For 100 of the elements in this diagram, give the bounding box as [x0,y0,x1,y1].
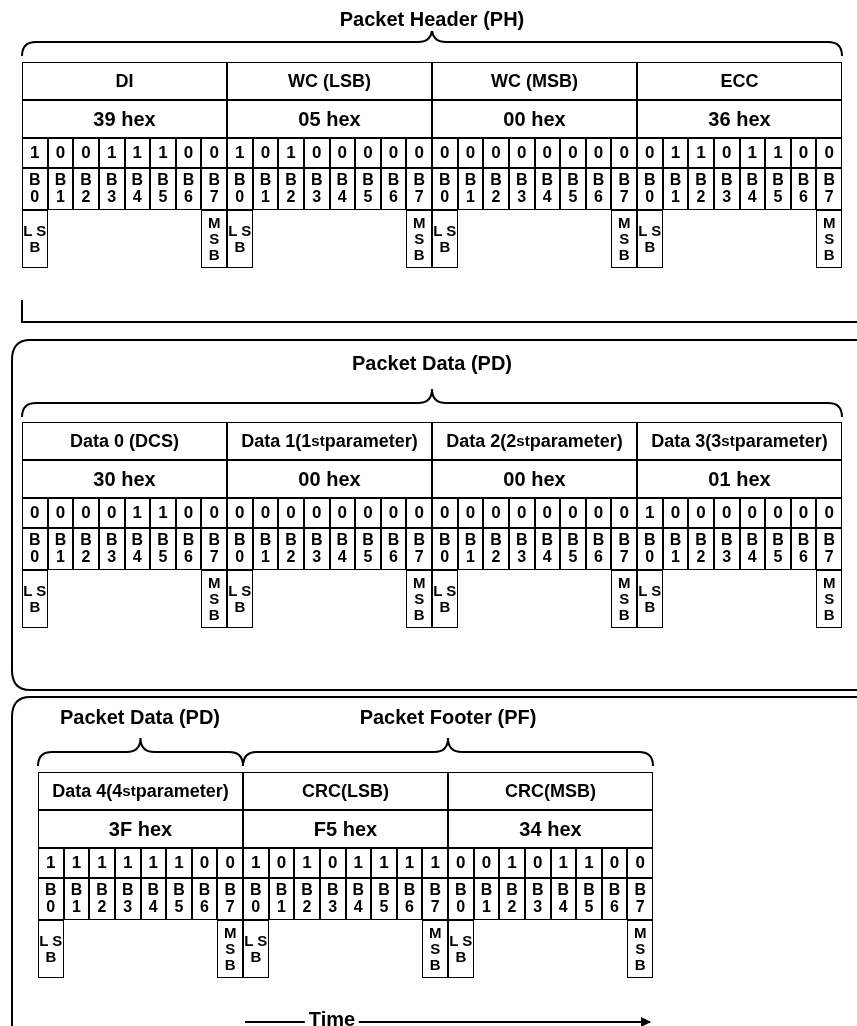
bit-index: B 3 [508,168,535,210]
bit-index: B 0 [637,528,663,570]
bit-value: 1 [422,848,448,878]
bit-value: 0 [473,848,500,878]
bit-value: 0 [355,498,381,528]
bit-index: B 2 [688,528,714,570]
bit-index: B 4 [329,168,356,210]
bit-index: B 1 [252,528,279,570]
bit-value: 0 [432,138,458,168]
bit-value: 1 [278,138,304,168]
bit-value: 0 [380,498,407,528]
bit-index: B 2 [688,168,714,210]
bit-value: 1 [550,848,577,878]
bit-index: B 4 [124,168,151,210]
bit-value: 1 [765,138,791,168]
bit-value: 1 [114,848,141,878]
bit-value: 1 [345,848,372,878]
bit-index: B 1 [252,168,279,210]
bit-value: 0 [585,498,612,528]
msb-marker: M S B [217,920,243,978]
bit-index: B 3 [303,528,330,570]
bit-index: B 1 [63,878,90,920]
bit-index: B 6 [585,528,612,570]
bit-value: 1 [739,138,766,168]
bit-index: B 5 [355,168,381,210]
hex-value: 34 hex [448,810,653,848]
bit-index: B 1 [47,168,74,210]
msb-marker: M S B [422,920,448,978]
bit-value: 0 [355,138,381,168]
bit-index: B 6 [790,528,817,570]
bit-index: B 0 [227,168,253,210]
bit-index: B 1 [457,528,484,570]
bit-index: B 2 [278,528,304,570]
bit-value: 1 [63,848,90,878]
bit-value: 0 [73,498,99,528]
bit-value: 0 [47,138,74,168]
bit-value: 1 [124,138,151,168]
bit-value: 0 [380,138,407,168]
bit-value: 0 [662,498,689,528]
bit-index: B 0 [38,878,64,920]
bit-value: 1 [22,138,48,168]
bit-index: B 3 [98,528,125,570]
bit-value: 1 [38,848,64,878]
lsb-marker: L S B [38,920,64,978]
bit-value: 0 [406,498,432,528]
msb-marker: M S B [201,210,227,268]
bit-value: 1 [294,848,320,878]
bit-index: B 7 [406,528,432,570]
bit-value: 0 [73,138,99,168]
msb-marker: M S B [816,570,842,628]
bit-value: 1 [243,848,269,878]
msb-marker: M S B [611,210,637,268]
bit-index: B 4 [550,878,577,920]
bit-value: 1 [150,138,176,168]
bit-index: B 4 [534,528,561,570]
hex-value: 30 hex [22,460,227,498]
msb-marker: M S B [611,570,637,628]
bit-index: B 4 [140,878,167,920]
bit-index: B 3 [713,168,740,210]
bit-value: 0 [252,138,279,168]
bit-index: B 4 [329,528,356,570]
lsb-marker: L S B [22,570,48,628]
bit-index: B 6 [790,168,817,210]
bit-value: 0 [637,138,663,168]
bit-value: 0 [22,498,48,528]
bit-index: B 2 [73,528,99,570]
bit-index: B 3 [713,528,740,570]
bit-index: B 0 [432,528,458,570]
bit-index: B 2 [499,878,525,920]
bit-value: 0 [268,848,295,878]
bit-index: B 2 [294,878,320,920]
bit-index: B 4 [739,528,766,570]
bit-value: 0 [534,138,561,168]
bit-index: B 1 [457,168,484,210]
hex-value: F5 hex [243,810,448,848]
bit-value: 1 [662,138,689,168]
lsb-marker: L S B [637,210,663,268]
bit-index: B 3 [524,878,551,920]
bit-index: B 5 [150,168,176,210]
field-name: CRC(MSB) [448,772,653,810]
bit-value: 1 [688,138,714,168]
bit-value: 0 [448,848,474,878]
field-name: DI [22,62,227,100]
bit-index: B 5 [560,168,586,210]
bit-value: 0 [585,138,612,168]
field-name: WC (MSB) [432,62,637,100]
bit-index: B 6 [380,528,407,570]
bit-value: 0 [201,498,227,528]
bit-index: B 0 [227,528,253,570]
bit-index: B 7 [201,168,227,210]
bit-value: 0 [483,498,509,528]
bit-index: B 0 [22,528,48,570]
bit-index: B 2 [483,528,509,570]
bit-index: B 4 [534,168,561,210]
bit-value: 0 [560,498,586,528]
hex-value: 36 hex [637,100,842,138]
bit-index: B 6 [175,168,202,210]
bit-index: B 5 [371,878,397,920]
bit-value: 1 [166,848,192,878]
lsb-marker: L S B [432,210,458,268]
